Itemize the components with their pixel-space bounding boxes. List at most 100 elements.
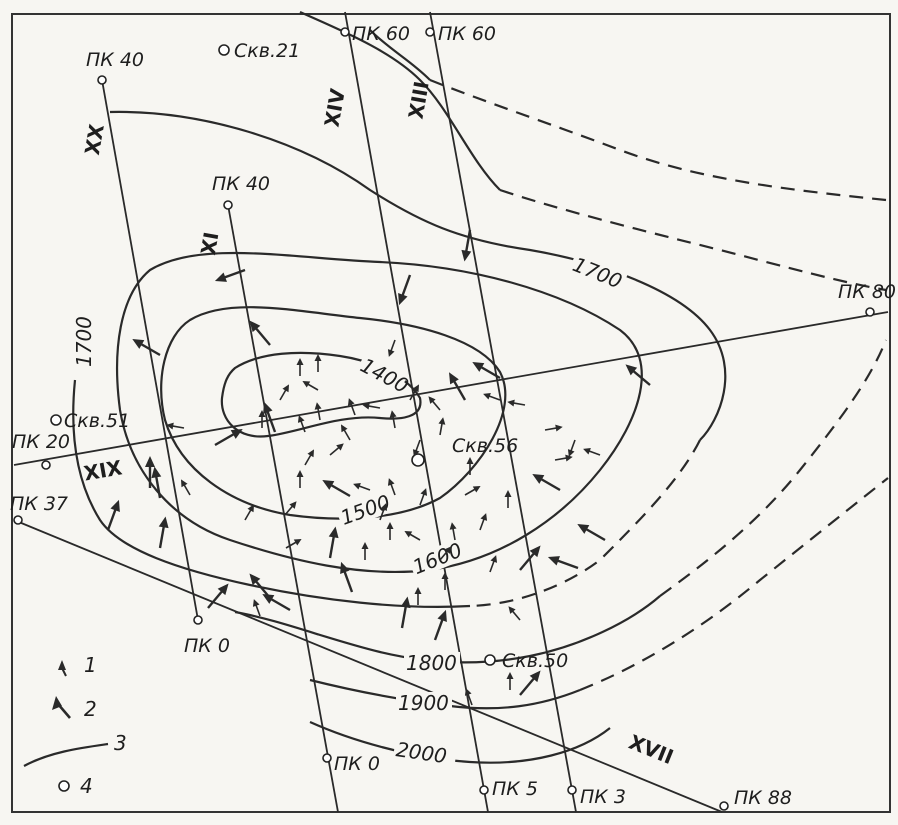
contour-1700-inner-dashed [469,439,701,608]
dip-arrow-small [544,424,563,432]
profile-label-xi: XI [196,230,224,257]
dip-arrow-large [472,362,501,380]
contour-labels: 1400 1500 1600 1700 1700 1800 1900 2000 [72,252,629,769]
pk-label-xiv-bottom: ПК 5 [492,778,538,800]
contour-1700-inner-bottom [72,379,471,608]
well-label-50: Скв.50 [502,650,568,672]
dip-arrow-large [433,609,447,641]
pk-point [322,753,332,763]
dip-arrow-small [567,439,576,457]
legend: 1 2 3 4 [23,653,127,798]
contour-label-1600: 1600 [409,538,465,579]
dip-arrow-large [449,372,467,401]
dip-arrow-large [328,526,339,559]
pk-label-xvii-left: ПК 37 [10,493,68,515]
dip-arrow-small [285,539,302,549]
contour-1700-inner [109,110,727,441]
dip-arrow-large [249,320,271,346]
profile-label-xix: XIX [82,455,124,485]
dip-arrow-small [449,522,457,541]
profile-label-xiii: XIII [404,79,434,120]
dip-arrows [106,229,651,706]
wells: Скв.21 Скв.51 Скв.56 Скв.50 [50,40,568,672]
dip-arrow-large [158,516,169,549]
contour-2000 [309,720,611,764]
pk-label-xix-left: ПК 20 [12,431,70,453]
dip-arrow-small [479,513,488,531]
dip-arrow-small [489,555,498,573]
contour-label-1900: 1900 [398,691,449,715]
dip-arrow-large [398,274,412,306]
dip-arrow-small [404,531,421,541]
dip-arrow-small [279,384,289,401]
dip-arrow-small [506,672,514,690]
pk-label-xi-bottom: ПК 0 [334,753,380,775]
dip-arrow-small [314,402,322,421]
well-point [50,414,62,426]
dip-arrow-small [362,402,381,410]
dip-arrow-small [554,454,573,462]
dip-arrow-small [409,384,419,401]
contour-label-1400: 1400 [356,353,412,398]
dip-arrow-small [302,381,319,391]
dip-arrow-small [441,572,449,590]
profile-label-xiv: XIV [320,86,350,128]
dip-arrow-small [414,587,422,605]
dip-arrow-small [379,503,388,521]
dip-arrow-large [322,480,351,498]
pk-point [13,515,23,525]
dip-arrow-small [353,482,371,491]
profile-line-xvii [13,519,723,813]
dip-arrow-large [461,229,472,262]
dip-arrow-large [625,364,651,386]
contour-1400 [220,351,422,438]
dip-arrow-large [214,268,246,282]
dip-arrow-large [262,594,291,612]
legend-contour-line [23,742,109,767]
map-frame [11,13,891,813]
dip-arrow-small [244,504,254,521]
dip-arrow-small [428,396,441,411]
pk-label-xi-top: ПК 40 [212,173,270,195]
dip-arrow-small [296,358,304,376]
contour-label-1700-right: 1700 [569,252,625,293]
dip-arrow-small [508,606,521,621]
dip-arrow-small [329,443,344,456]
dip-arrow-small [483,392,501,401]
dip-arrow-small [389,410,397,429]
contour-label-2000: 2000 [395,737,449,768]
well-point [411,453,425,467]
profile-line-xix [13,311,889,466]
contour-1500 [160,306,507,520]
dip-arrow-large [207,583,229,609]
well-label-56: Скв.56 [452,435,518,457]
dip-arrow-small [419,488,428,506]
pk-label-xvii-right: ПК 88 [734,787,792,809]
dip-arrow-small [464,486,481,496]
well-label-21: Скв.21 [234,40,300,62]
dip-arrow-small [387,478,396,496]
contour-top-dashed [429,78,887,202]
profile-line-xi [227,204,339,813]
well-label-51: Скв.51 [64,410,130,432]
contour-outer-dashed [499,188,887,292]
pk-label-xiii-top: ПК 60 [438,23,496,45]
dip-arrow-small [347,398,356,416]
dip-arrow-large [547,556,579,570]
legend-label-4: 4 [80,774,93,798]
dip-arrow-small [583,447,601,456]
pk-point [567,785,577,795]
dip-arrow-large [519,545,541,571]
dip-arrow-large [577,524,606,542]
dip-arrow-large [145,456,155,488]
pk-point [719,801,729,811]
pk-label-xx-top: ПК 40 [86,49,144,71]
pk-point [41,460,51,470]
dip-arrow-large [532,474,561,492]
pk-label-xiii-bottom: ПК 3 [580,786,626,808]
dip-arrow-small [412,439,421,457]
legend-well-point [58,780,70,792]
pk-label-xx-bottom: ПК 0 [184,635,230,657]
pk-point [223,200,233,210]
